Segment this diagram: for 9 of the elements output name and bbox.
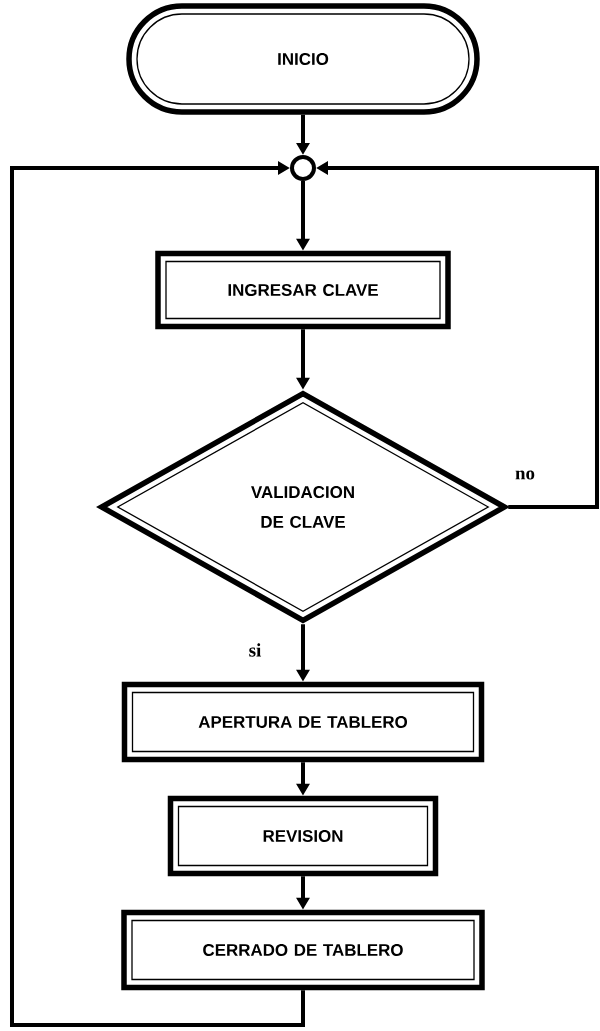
process-box: APERTURA DE TABLERO [121,681,485,763]
connector-circle [290,155,316,181]
process-box: INGRESAR CLAVE [155,250,451,330]
edge-label: si [247,642,263,658]
terminal-box: INICIO [126,3,480,115]
process-box: CERRADO DE TABLERO [121,909,485,991]
process-box: REVISION [167,795,439,877]
edge-label: no [514,469,536,481]
arrow [10,161,305,1027]
